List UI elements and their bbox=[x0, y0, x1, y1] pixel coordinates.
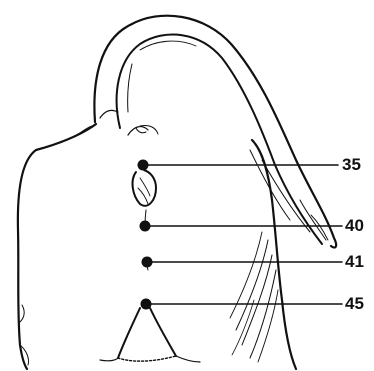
hindquarters-drawing bbox=[18, 110, 296, 369]
acupoint-40-marker bbox=[140, 221, 151, 232]
acupoint-markers bbox=[138, 160, 153, 310]
acupoint-labels: 35 40 41 45 bbox=[342, 155, 364, 313]
acupoint-45-label: 45 bbox=[345, 294, 364, 313]
acupoint-45-marker bbox=[141, 299, 152, 310]
leader-lines bbox=[144, 165, 342, 304]
acupoint-40-label: 40 bbox=[345, 216, 364, 235]
acupoint-41-label: 41 bbox=[345, 252, 364, 271]
perineum-drawing bbox=[100, 125, 200, 362]
acupoint-41-marker bbox=[142, 257, 153, 268]
acupoint-35-label: 35 bbox=[342, 155, 361, 174]
acupoint-35-marker bbox=[138, 160, 149, 171]
